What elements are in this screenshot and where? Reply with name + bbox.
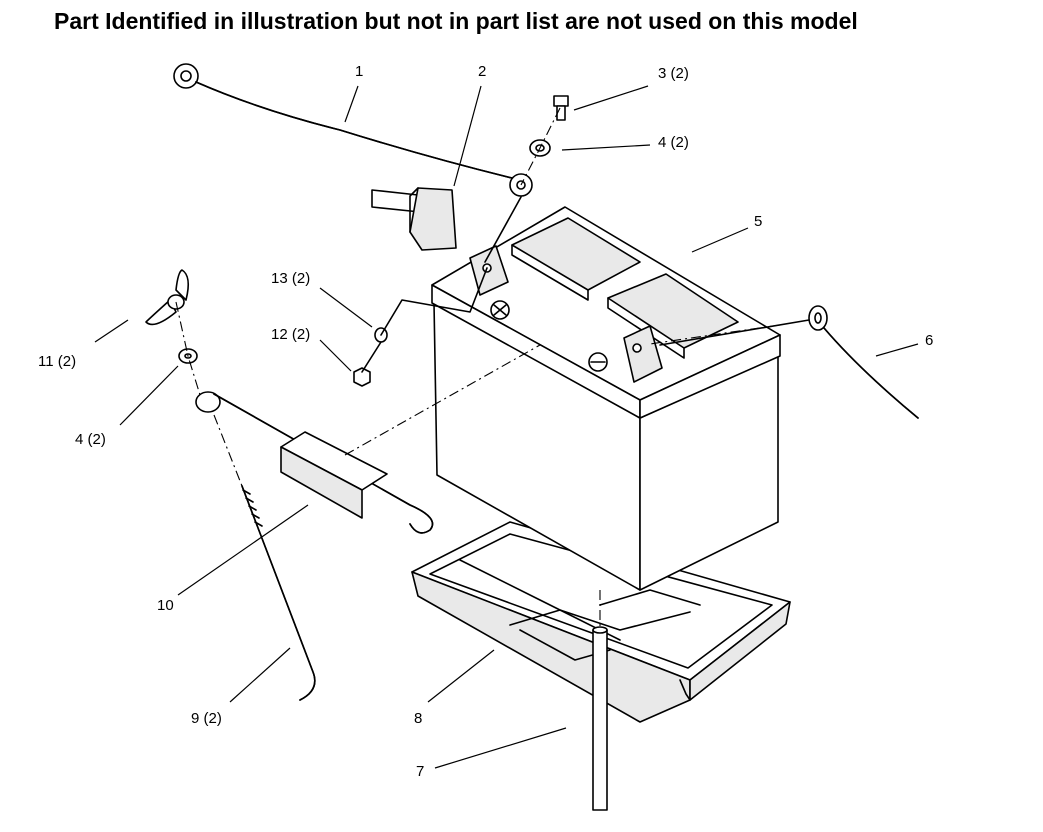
positive-cable: [173, 63, 533, 197]
callout-3: 3 (2): [658, 65, 689, 82]
hex-nut: [353, 367, 371, 387]
callout-6: 6: [925, 332, 933, 349]
assembly-lines: [175, 107, 810, 630]
j-bolt: [241, 485, 316, 701]
callout-5: 5: [754, 213, 762, 230]
battery: [431, 206, 781, 591]
leader-lines: [94, 85, 919, 769]
callout-11: 11 (2): [38, 353, 76, 370]
callout-9: 9 (2): [191, 710, 222, 727]
terminal-boot: [371, 187, 457, 251]
callout-10: 10: [157, 597, 174, 614]
tray-post: [592, 626, 608, 811]
negative-cable: [808, 305, 919, 419]
diagram-title: Part Identified in illustration but not …: [54, 8, 858, 34]
callout-12: 12 (2): [271, 326, 310, 343]
callout-labels: 1 2 3 (2) 4 (2) 5 6 7 8 9 (2) 10 11 (2) …: [38, 63, 933, 780]
hold-down-bracket: [195, 391, 434, 534]
callout-13: 13 (2): [271, 270, 310, 287]
callout-7: 7: [416, 763, 424, 780]
wing-nut: [145, 269, 190, 326]
callout-4-left: 4 (2): [75, 431, 106, 448]
battery-tray: [411, 521, 791, 723]
callout-1: 1: [355, 63, 363, 80]
callout-8: 8: [414, 710, 422, 727]
callout-4-top: 4 (2): [658, 134, 689, 151]
callout-2: 2: [478, 63, 486, 80]
